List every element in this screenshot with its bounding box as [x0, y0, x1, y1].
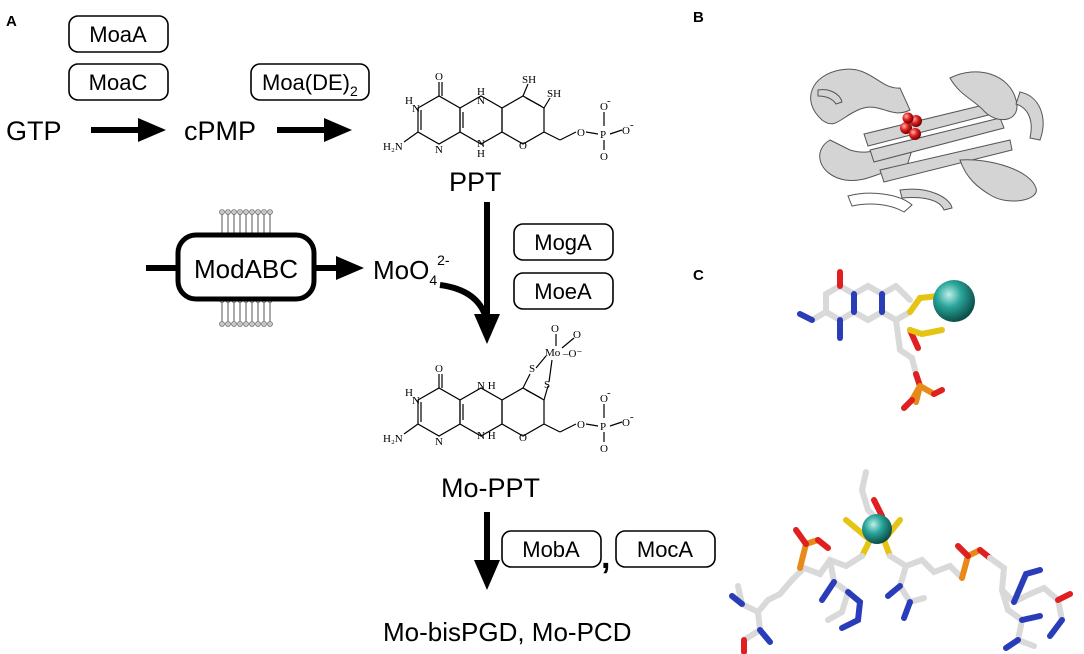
- svg-text:O: O: [551, 323, 559, 335]
- svg-text:N: N: [435, 144, 443, 156]
- arrow-ppt-to-moppt: [439, 202, 500, 344]
- enzyme-box-moac: MoaC: [68, 63, 169, 101]
- svg-text:-: -: [630, 411, 634, 423]
- label-gtp: GTP: [6, 116, 62, 146]
- svg-text:O: O: [435, 71, 443, 83]
- svg-text:O: O: [622, 417, 630, 429]
- svg-text:N H: N H: [477, 380, 496, 392]
- enzyme-box-moca: MocA: [615, 530, 716, 568]
- svg-text:SH: SH: [522, 74, 536, 86]
- label-mo-ppt: Mo-PPT: [441, 473, 540, 503]
- svg-text:H₂N: H₂N: [383, 433, 403, 445]
- svg-text:O: O: [435, 363, 443, 375]
- svg-text:MoaA: MoaA: [89, 22, 147, 47]
- svg-text:–O⁻: –O⁻: [562, 348, 582, 360]
- svg-text:H: H: [477, 86, 485, 98]
- svg-text:H: H: [477, 148, 485, 160]
- enzyme-box-moga: MogA: [513, 223, 614, 261]
- enzyme-box-moaa: MoaA: [68, 15, 169, 53]
- svg-text:N: N: [477, 95, 485, 107]
- molybdate-spheres: [900, 112, 922, 140]
- svg-text:S: S: [544, 379, 550, 391]
- label-cpmp: cPMP: [184, 116, 256, 146]
- svg-text:H: H: [405, 387, 413, 399]
- arrow-moppt-to-final: [474, 512, 500, 590]
- panel-label-b: B: [693, 9, 704, 26]
- svg-text:N H: N H: [477, 430, 496, 442]
- svg-text:N: N: [412, 395, 420, 407]
- svg-text:H: H: [405, 95, 413, 107]
- svg-text:MocA: MocA: [637, 537, 694, 562]
- svg-text:O: O: [577, 127, 585, 139]
- enzyme-separator-comma: ,: [601, 538, 610, 576]
- svg-text:H₂N: H₂N: [383, 141, 403, 153]
- modabc-transporter: ModABC: [146, 232, 364, 302]
- enzyme-box-moba: MobA: [501, 530, 602, 568]
- svg-text:N: N: [435, 436, 443, 448]
- svg-text:O: O: [577, 419, 585, 431]
- label-ppt: PPT: [449, 167, 502, 197]
- svg-text:O: O: [622, 125, 630, 137]
- svg-text:N: N: [477, 138, 485, 150]
- svg-text:-: -: [607, 387, 611, 399]
- arrow-cpmp-to-ppt: [277, 118, 352, 142]
- svg-text:ModABC: ModABC: [194, 254, 298, 284]
- svg-text:MoeA: MoeA: [534, 279, 592, 304]
- svg-text:P: P: [600, 129, 606, 141]
- svg-text:-: -: [630, 119, 634, 131]
- svg-text:O: O: [519, 140, 527, 152]
- svg-text:MogA: MogA: [534, 230, 592, 255]
- molybdenum-atom-sphere-bispgd: [862, 514, 892, 544]
- svg-text:N: N: [412, 103, 420, 115]
- svg-text:P: P: [600, 421, 606, 433]
- arrow-gtp-to-cpmp: [91, 118, 166, 142]
- svg-text:-: -: [607, 95, 611, 107]
- label-final-products: Mo-bisPGD, Mo-PCD: [383, 617, 631, 647]
- svg-text:MoaC: MoaC: [89, 70, 148, 95]
- label-molybdate: MoO42-: [373, 252, 450, 288]
- protein-cartoon: [810, 68, 1044, 213]
- svg-text:O: O: [573, 329, 581, 341]
- panel-label-c: C: [693, 267, 704, 284]
- svg-text:O: O: [600, 393, 608, 405]
- svg-text:Mo: Mo: [545, 347, 561, 359]
- svg-text:SH: SH: [547, 88, 561, 100]
- svg-text:O: O: [600, 101, 608, 113]
- panel-label-a: A: [6, 13, 17, 30]
- bispgd-stick-model: [729, 469, 1073, 654]
- enzyme-box-moade: Moa(DE)2: [250, 63, 370, 101]
- svg-text:MobA: MobA: [522, 537, 580, 562]
- ppt-structure: O H N N H₂N H N N H O SH SH O P O - O O …: [383, 71, 634, 163]
- mo-ppt-structure: O H N N H₂N N H N H O S S Mo –O⁻ O O O P…: [383, 323, 634, 455]
- svg-text:O: O: [600, 443, 608, 455]
- molybdenum-atom-sphere: [933, 280, 975, 322]
- enzyme-box-moea: MoeA: [513, 272, 614, 310]
- svg-text:O: O: [600, 151, 608, 163]
- mpt-stick-model: [797, 269, 945, 411]
- svg-text:Moa(DE)2: Moa(DE)2: [262, 70, 358, 99]
- svg-text:O: O: [519, 432, 527, 444]
- svg-text:S: S: [529, 363, 535, 375]
- membrane-bottom: [219, 297, 273, 327]
